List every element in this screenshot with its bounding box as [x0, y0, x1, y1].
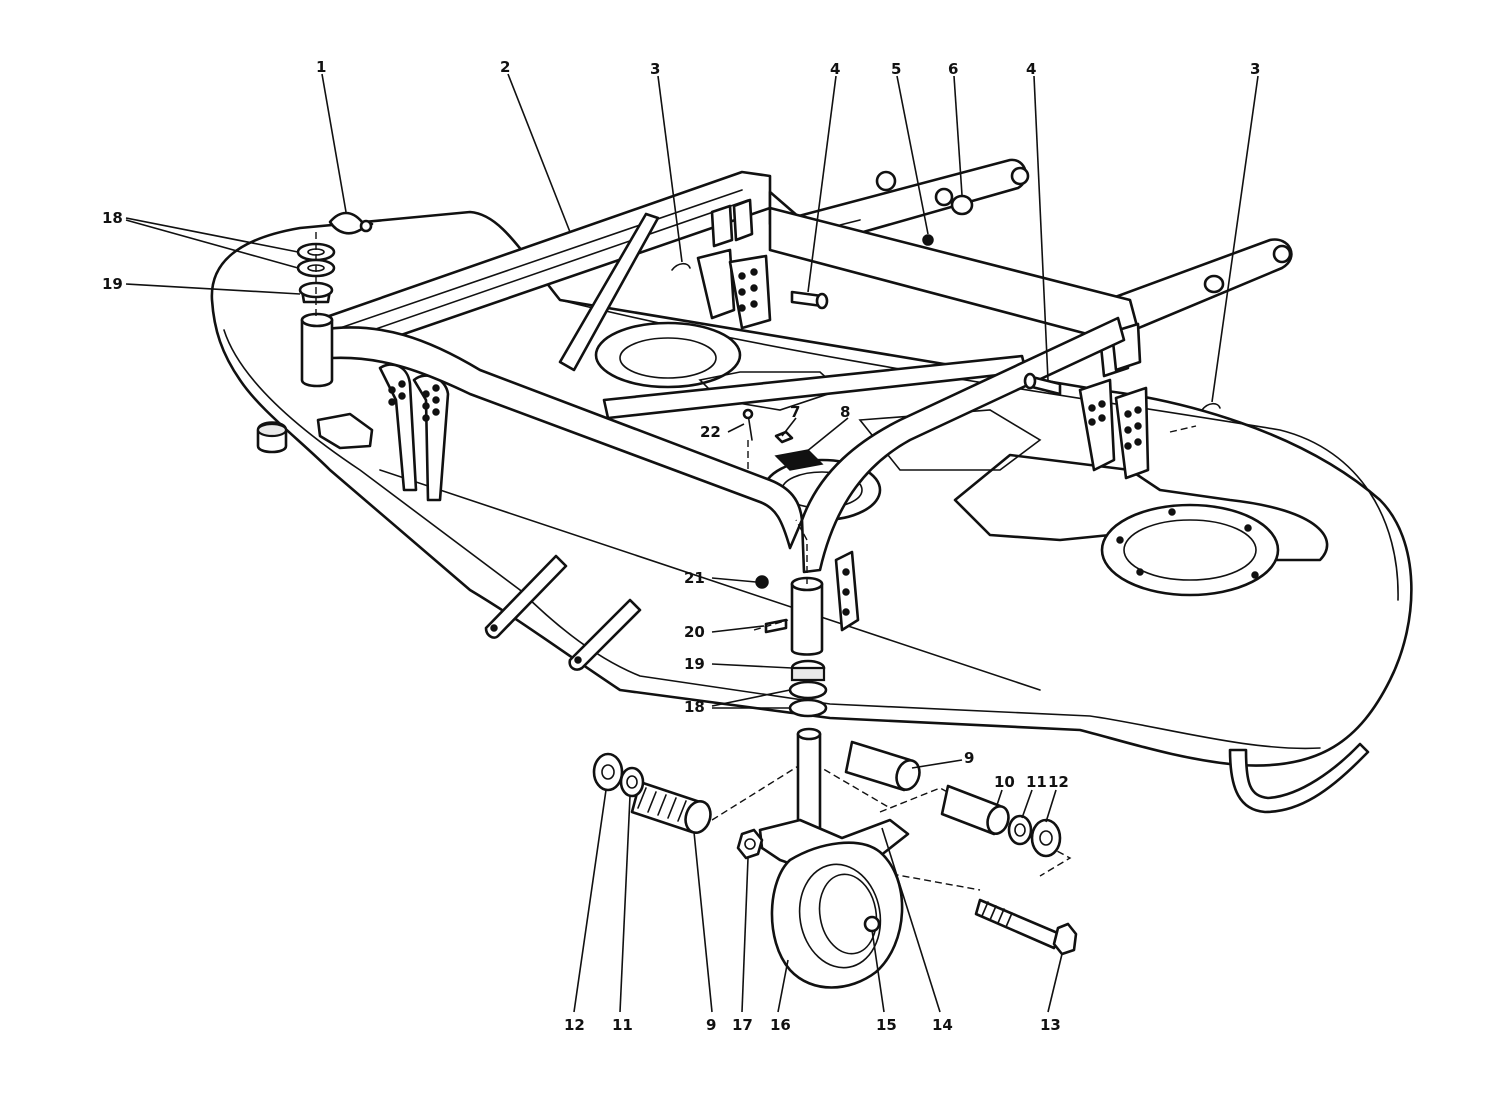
callout-9-left: 9	[706, 1016, 716, 1034]
callout-10: 10	[994, 773, 1015, 791]
callout-18-left: 18	[102, 209, 123, 227]
callout-13: 13	[1040, 1016, 1061, 1034]
callout-17: 17	[732, 1016, 753, 1034]
callout-21: 21	[684, 569, 705, 587]
callout-4-left: 4	[830, 60, 840, 78]
left-bracket-holes	[388, 380, 440, 422]
callout-11-left: 11	[612, 1016, 633, 1034]
callout-8: 8	[840, 403, 850, 421]
callout-12-right: 12	[1048, 773, 1069, 791]
callout-6: 6	[948, 60, 958, 78]
deck-frame	[310, 170, 1142, 574]
callout-14: 14	[932, 1016, 953, 1034]
callout-3-center: 3	[650, 60, 660, 78]
leader-lines	[125, 73, 1259, 1013]
clip-pins-part-3	[671, 262, 1221, 411]
fitting-nut-20-21	[755, 575, 788, 634]
callout-1: 1	[316, 58, 326, 76]
callout-16: 16	[770, 1016, 791, 1034]
callout-labels: 1 2 3 4 5 6 4 3 18 19 22 7 8 21 20 19 18…	[102, 58, 1260, 1034]
callout-11-right: 11	[1026, 773, 1047, 791]
caster-assembly	[592, 727, 1078, 989]
left-pivot-stack	[256, 242, 336, 454]
callout-22: 22	[700, 423, 721, 441]
callout-18-right: 18	[684, 698, 705, 716]
callout-2: 2	[500, 58, 510, 76]
callout-3-right: 3	[1250, 60, 1260, 78]
callout-12-left: 12	[564, 1016, 585, 1034]
right-bracket-holes	[1088, 400, 1142, 450]
callout-20: 20	[684, 623, 705, 641]
callout-19-left: 19	[102, 275, 123, 293]
callout-9-right: 9	[964, 749, 974, 767]
right-pivot-stack	[788, 576, 828, 718]
hitch-pin-part-1	[328, 211, 374, 235]
callout-5: 5	[891, 60, 901, 78]
pins-part-4	[790, 290, 1062, 396]
mower-deck-shell	[210, 210, 1413, 814]
plate-bolt-7-8-22	[742, 408, 824, 471]
callout-15: 15	[876, 1016, 897, 1034]
lift-arm-hardware-5-6	[922, 187, 974, 246]
callout-19-right: 19	[684, 655, 705, 673]
callout-7: 7	[790, 403, 800, 421]
callout-4-right: 4	[1026, 60, 1036, 78]
